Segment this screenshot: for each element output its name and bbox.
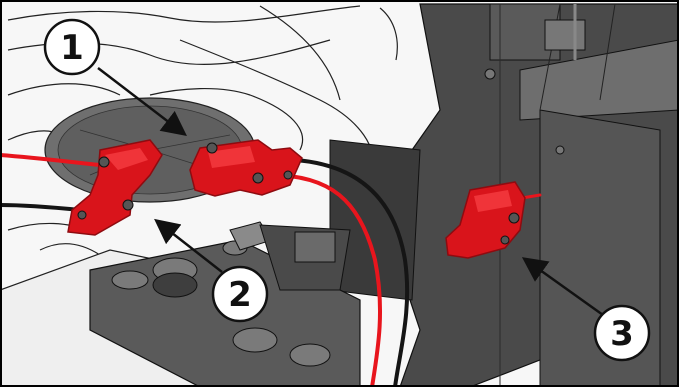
- callout-2: 2: [213, 267, 267, 321]
- callout-label-1: 1: [60, 28, 84, 68]
- callout-3: 3: [595, 306, 649, 360]
- callout-label-3: 3: [610, 314, 634, 354]
- callout-label-2: 2: [228, 275, 252, 315]
- callout-1: 1: [45, 20, 99, 74]
